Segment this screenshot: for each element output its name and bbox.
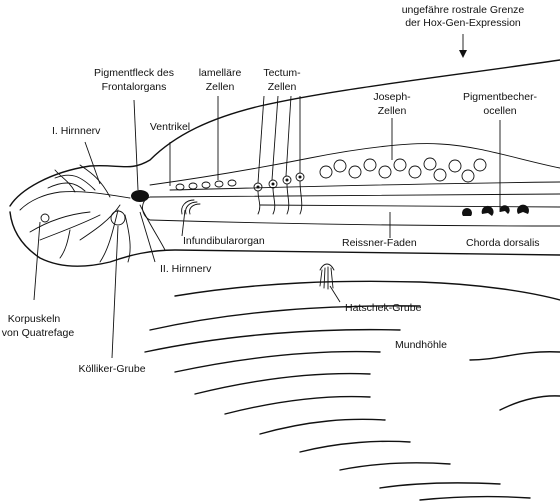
infundibularorgan-label: Infundibularorgan: [183, 235, 265, 247]
lamellar-label-line2: Zellen: [206, 81, 235, 93]
mundhoehle-label: Mundhöhle: [395, 339, 447, 351]
korpuskeln-label-line2: von Quatrefage: [2, 327, 75, 339]
body-outline: [9, 59, 560, 267]
chorda-label: Chorda dorsalis: [466, 237, 540, 249]
korpuskeln-label-line1: Korpuskeln: [8, 313, 61, 325]
hatschek-label: Hatschek-Grube: [345, 302, 422, 314]
tectum-label-line1: Tectum-: [263, 67, 301, 79]
frontal-pigment-spot: [131, 190, 149, 202]
oral-hood: [144, 280, 560, 501]
lamellar-label-line1: lamelläre: [199, 67, 242, 79]
hirnnerv-1-label: I. Hirnnerv: [52, 125, 101, 137]
pigmentfleck-label-line2: Frontalorgans: [102, 81, 167, 93]
lamellar-cells: [175, 179, 237, 191]
labels: ungefähre rostrale Grenze der Hox-Gen-Ex…: [2, 4, 540, 375]
hirnnerv-2-label: II. Hirnnerv: [160, 263, 212, 275]
pigmentbecher-label-line1: Pigmentbecher-: [463, 91, 538, 103]
rostral-nerves: [19, 164, 166, 263]
joseph-label-line1: Joseph-: [373, 91, 411, 103]
pigment-cup-ocelli: [462, 204, 529, 216]
leader-lines: [33, 34, 501, 359]
infundibular-organ: [181, 199, 201, 215]
hatschek-pit: [319, 263, 335, 290]
tectum-cells: [253, 172, 305, 215]
joseph-cells: [319, 157, 487, 183]
koelliker-label: Kölliker-Grube: [78, 363, 145, 375]
hox-boundary-label-line1: ungefähre rostrale Grenze: [402, 4, 525, 16]
tectum-label-line2: Zellen: [268, 81, 297, 93]
pigmentbecher-label-line2: ocellen: [483, 105, 516, 117]
ventrikel-label: Ventrikel: [150, 121, 190, 133]
pigmentfleck-label-line1: Pigmentfleck des: [94, 67, 174, 79]
hox-boundary-label-line2: der Hox-Gen-Expression: [405, 17, 521, 29]
joseph-label-line2: Zellen: [378, 105, 407, 117]
reissner-label: Reissner-Faden: [342, 237, 417, 249]
